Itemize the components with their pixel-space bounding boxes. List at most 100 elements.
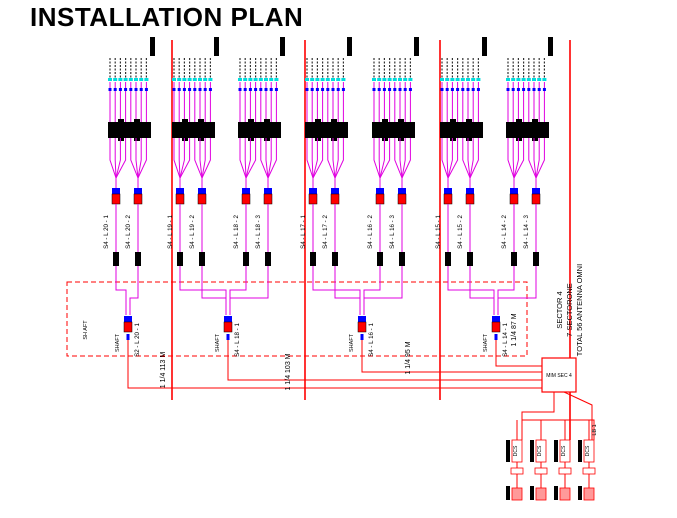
antenna-head <box>471 78 476 81</box>
antenna-connector <box>172 88 176 91</box>
sector-note: 7 SECTORONE <box>565 283 574 337</box>
branch-line <box>401 138 411 190</box>
branch-line <box>137 138 147 190</box>
splitter-label: S4 - L 14 - 2 <box>501 215 508 249</box>
antenna-connector <box>456 88 460 91</box>
shaft-splitter-label: S4 - L 14 - 1 <box>502 323 509 357</box>
antenna-head <box>387 78 392 81</box>
splitter-connector <box>466 188 474 194</box>
shaft-splitter <box>123 316 133 340</box>
rack-module-label: DCS <box>561 445 567 456</box>
attenuator-block <box>310 252 316 266</box>
merge-line <box>179 266 227 315</box>
antenna-head <box>516 78 521 81</box>
antenna-head <box>398 78 402 81</box>
antenna-head <box>542 78 547 81</box>
antenna-head <box>506 78 510 81</box>
antenna-connector <box>208 88 212 91</box>
splitter-label: S4 - L 16 - 3 <box>389 215 396 249</box>
combiner-box <box>541 357 577 393</box>
antenna-head <box>377 78 382 81</box>
attenuator-block <box>445 252 451 266</box>
splitter-label: S4 - L 17 - 1 <box>300 215 307 249</box>
rack-unit: DCS <box>578 420 596 501</box>
merge-line <box>363 266 381 315</box>
shaft-splitter-label: S4 - L 16 - 1 <box>368 323 375 357</box>
marker-bar <box>548 37 553 56</box>
antenna-head <box>455 78 460 81</box>
antenna-connector <box>532 88 536 91</box>
rack-block <box>554 440 558 462</box>
antenna-connector <box>440 88 444 91</box>
antenna-connector <box>471 88 475 91</box>
antenna-head <box>372 78 376 81</box>
splitter-label: S4 - L 20 - 1 <box>103 215 110 249</box>
splitter-label: S4 - L 16 - 2 <box>367 215 374 249</box>
antenna-head <box>177 78 182 81</box>
antenna-head <box>532 78 536 81</box>
antenna-head <box>476 78 481 81</box>
splitter <box>263 193 273 205</box>
coupler-block <box>506 122 549 138</box>
antenna-connector <box>393 88 397 91</box>
branch-line <box>115 138 127 190</box>
antenna-connector <box>466 88 470 91</box>
feeder-cable <box>227 340 542 381</box>
rack-port <box>558 467 572 475</box>
antenna-head <box>134 78 138 81</box>
splitter-connector <box>376 188 384 194</box>
coupler-block <box>382 119 388 141</box>
coupler-block <box>238 122 281 138</box>
antenna-head <box>198 78 202 81</box>
antenna-connector <box>113 88 117 91</box>
splitter <box>111 193 121 205</box>
branch-line <box>267 138 277 190</box>
branch-line <box>334 138 344 190</box>
cable-run-label: 1 1/4 95 M <box>405 341 412 374</box>
shaft-label: SHAFT <box>483 333 489 352</box>
antenna-connector <box>315 88 319 91</box>
marker-bar <box>214 37 219 56</box>
rack-port <box>534 467 548 475</box>
antenna-connector <box>321 88 325 91</box>
antenna-head <box>118 78 123 81</box>
coupler-block <box>182 119 188 141</box>
merge-line <box>229 266 269 315</box>
merge-line <box>447 266 495 315</box>
antenna-connector <box>537 88 541 91</box>
merge-line <box>312 266 361 315</box>
antenna-head <box>305 78 309 81</box>
antenna-connector <box>522 88 526 91</box>
cable-run-label: 1 1/4 113 M <box>160 352 167 389</box>
antenna-connector <box>108 88 112 91</box>
antenna-connector <box>450 88 454 91</box>
splitter-label: S4 - L 19 - 1 <box>167 215 174 249</box>
attenuator-block <box>377 252 383 266</box>
antenna-head <box>113 78 118 81</box>
antenna-head <box>108 78 112 81</box>
rack-block <box>506 486 510 500</box>
coupler-block <box>264 119 270 141</box>
coupler-block <box>466 119 472 141</box>
antenna-head <box>269 78 274 81</box>
splitter-connector <box>331 188 339 194</box>
antenna-head <box>460 78 465 81</box>
antenna-connector <box>310 88 314 91</box>
shaft-box-label: SH AFT <box>83 320 89 340</box>
antenna-connector <box>461 88 465 91</box>
splitter-connector <box>264 188 272 194</box>
rack-module <box>535 439 547 463</box>
rack-module <box>583 439 595 463</box>
antenna-connector <box>377 88 381 91</box>
splitter-label: S4 - L 17 - 2 <box>322 215 329 249</box>
antenna-connector <box>254 88 258 91</box>
splitter <box>465 193 475 205</box>
marker-bar <box>347 37 352 56</box>
attenuator-block <box>511 252 517 266</box>
antenna-connector <box>331 88 335 91</box>
marker-bar <box>482 37 487 56</box>
splitter <box>197 193 207 205</box>
antenna-head <box>274 78 279 81</box>
shaft-splitter-body <box>223 321 233 333</box>
merge-line <box>363 266 403 315</box>
